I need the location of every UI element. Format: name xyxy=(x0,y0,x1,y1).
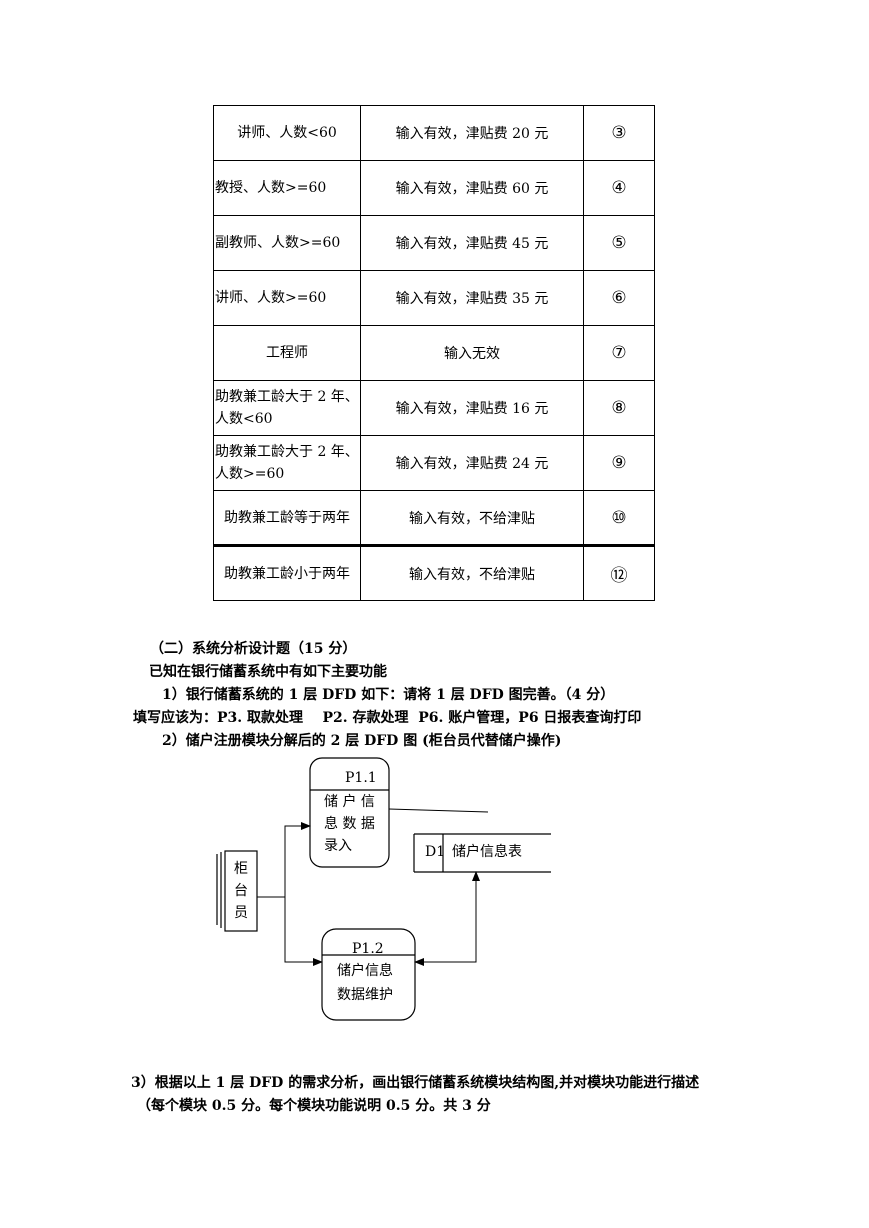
result-cell: 输入有效，津贴费 24 元 xyxy=(360,435,584,491)
p11-id: P1.1 xyxy=(345,770,377,786)
store-name: 储户信息表 xyxy=(452,843,522,860)
entity-char-3: 员 xyxy=(234,905,248,921)
question-3-line2: （每个模块 0.5 分。每个模块功能说明 0.5 分。共 3 分 xyxy=(137,1098,491,1114)
mark-cell: ⑫ xyxy=(583,544,655,601)
condition-cell: 讲师、人数>=60 xyxy=(213,270,361,326)
data-store-d1: D1 储户信息表 xyxy=(413,833,551,873)
process-p1-2: P1.2 储户信息 数据维护 xyxy=(321,928,416,1021)
flow-line-stub xyxy=(388,808,489,813)
entity-teller: 柜 台 员 xyxy=(216,850,258,932)
intro-text: 已知在银行储蓄系统中有如下主要功能 xyxy=(149,664,387,680)
p11-line1: 储 户 信 xyxy=(324,793,375,810)
result-cell: 输入有效，不给津贴 xyxy=(360,544,584,601)
mark-cell: ⑥ xyxy=(583,270,655,326)
result-cell: 输入有效，津贴费 20 元 xyxy=(360,105,584,161)
condition-cell: 讲师、人数<60 xyxy=(213,105,361,161)
question-2: 2）储户注册模块分解后的 2 层 DFD 图 (柜台员代替储户操作) xyxy=(162,733,562,749)
mark-cell: ⑦ xyxy=(583,325,655,381)
condition-cell: 助教兼工龄大于 2 年、人数>=60 xyxy=(213,435,361,491)
question-3-line1: 3）根据以上 1 层 DFD 的需求分析，画出银行储蓄系统模块结构图,并对模块功… xyxy=(131,1075,700,1091)
answer-text: 填写应该为：P3. 取款处理 P2. 存款处理 P6. 账户管理，P6 日报表查… xyxy=(133,710,642,726)
flow-entity-to-p11 xyxy=(257,822,311,898)
store-id: D1 xyxy=(425,844,445,860)
flow-p12-store xyxy=(414,871,480,966)
condition-cell: 助教兼工龄小于两年 xyxy=(213,544,361,601)
condition-cell: 助教兼工龄等于两年 xyxy=(213,490,361,546)
mark-cell: ④ xyxy=(583,160,655,216)
result-cell: 输入有效，津贴费 60 元 xyxy=(360,160,584,216)
result-cell: 输入有效，不给津贴 xyxy=(360,490,584,546)
condition-cell: 副教师、人数>=60 xyxy=(213,215,361,271)
entity-char-2: 台 xyxy=(234,883,248,899)
question-1: 1）银行储蓄系统的 1 层 DFD 如下：请将 1 层 DFD 图完善。（4 分… xyxy=(162,687,615,703)
condition-cell: 助教兼工龄大于 2 年、人数<60 xyxy=(213,380,361,436)
p11-line3: 录入 xyxy=(324,838,352,854)
result-cell: 输入无效 xyxy=(360,325,584,381)
result-cell: 输入有效，津贴费 16 元 xyxy=(360,380,584,436)
process-p1-1: P1.1 储 户 信 息 数 据 录入 xyxy=(309,757,390,868)
result-cell: 输入有效，津贴费 35 元 xyxy=(360,270,584,326)
mark-cell: ⑤ xyxy=(583,215,655,271)
flow-entity-to-p12 xyxy=(284,897,323,966)
p12-id: P1.2 xyxy=(352,941,384,957)
mark-cell: ⑨ xyxy=(583,435,655,491)
result-cell: 输入有效，津贴费 45 元 xyxy=(360,215,584,271)
p11-line2: 息 数 据 xyxy=(324,815,375,832)
p12-line1: 储户信息 xyxy=(337,962,393,979)
entity-char-1: 柜 xyxy=(234,861,248,877)
condition-cell: 工程师 xyxy=(213,325,361,381)
condition-cell: 教授、人数>=60 xyxy=(213,160,361,216)
p12-line2: 数据维护 xyxy=(337,987,393,1003)
section-heading: （二）系统分析设计题（15 分） xyxy=(150,641,357,657)
